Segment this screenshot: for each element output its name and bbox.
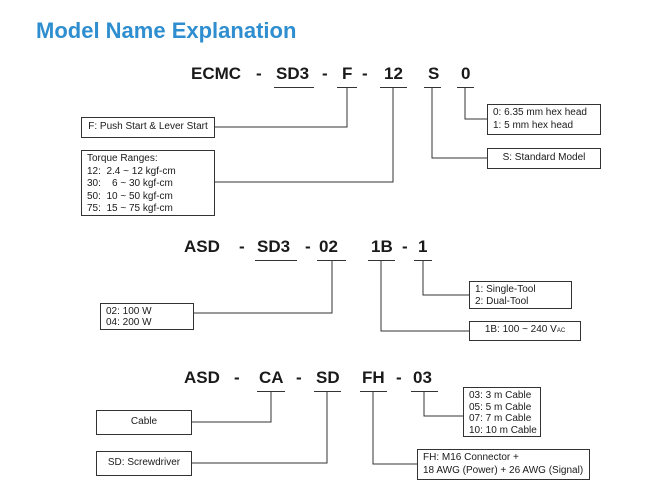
leader-12 (215, 88, 394, 183)
code-segment-f: F (342, 64, 353, 83)
underline-sd3 (255, 260, 297, 261)
standard-model-label: S: Standard Model (502, 152, 586, 164)
code-segment-03: 03 (413, 368, 432, 387)
code-segment-1: 1 (418, 237, 428, 256)
power-option-04: 04: 200 W (106, 317, 152, 328)
code-separator: - (239, 237, 245, 256)
push-start-box: F: Push Start & Lever Start (81, 117, 215, 138)
code-segment-0: 0 (461, 64, 471, 83)
code-segment-s: S (428, 64, 440, 83)
code-segment-series: ECMC (191, 64, 242, 83)
code-separator: - (296, 368, 302, 387)
tool-type-box: 1: Single-Tool 2: Dual-Tool (469, 281, 572, 309)
code-segment-sd3: SD3 (276, 64, 310, 83)
cable-length-box: 03: 3 m Cable 05: 5 m Cable 07: 7 m Cabl… (463, 387, 541, 437)
leader-1 (422, 261, 469, 296)
screwdriver-box: SD: Screwdriver (96, 451, 192, 476)
code-segment-1b: 1B (371, 237, 393, 256)
underline-1b (368, 260, 395, 261)
leader-ca (192, 392, 272, 423)
torque-range-50: 50: 10 ~ 50 kgf-cm (87, 190, 173, 202)
torque-ranges-box: Torque Ranges: 12: 2.4 ~ 12 kgf-cm 30: 6… (81, 150, 215, 216)
underline-03 (411, 391, 438, 392)
torque-title: Torque Ranges: (87, 153, 158, 164)
code-segment-fh: FH (362, 368, 385, 387)
connector-box: FH: M16 Connector + 18 AWG (Power) + 26 … (417, 449, 590, 480)
code-segment-asd: ASD (184, 237, 220, 256)
code-separator: - (305, 237, 311, 256)
code-segment-sd: SD (316, 368, 340, 387)
code-segment-ca: CA (259, 368, 284, 387)
underline-ca (257, 391, 285, 392)
code-separator: - (402, 237, 408, 256)
code-segment-sd3: SD3 (257, 237, 291, 256)
underline-f (337, 87, 357, 88)
hex-option-1: 1: 5 mm hex head (493, 119, 574, 131)
push-start-label: F: Push Start & Lever Start (88, 121, 208, 133)
screwdriver-label: SD: Screwdriver (107, 457, 181, 469)
code-segment-12: 12 (384, 64, 403, 83)
torque-range-12: 12: 2.4 ~ 12 kgf-cm (87, 165, 176, 177)
leader-sd (192, 392, 328, 464)
code-segment-asd: ASD (184, 368, 220, 387)
page-title: Model Name Explanation (36, 18, 297, 43)
connector-line-2: 18 AWG (Power) + 26 AWG (Signal) (423, 464, 584, 476)
length-option-05: 05: 5 m Cable (469, 401, 532, 413)
length-option-07: 07: 7 m Cable (469, 413, 532, 424)
underline-sd (314, 391, 341, 392)
leader-03 (423, 392, 463, 417)
leader-1b (380, 261, 469, 332)
leader-0 (464, 88, 487, 120)
tool-option-2: 2: Dual-Tool (475, 295, 529, 307)
cable-box: Cable (96, 410, 192, 435)
underline-02 (317, 260, 346, 261)
leader-s (431, 88, 487, 159)
code-separator: - (322, 64, 328, 83)
underline-s (424, 87, 441, 88)
length-option-03: 03: 3 m Cable (469, 390, 532, 401)
length-option-10: 10: 10 m Cable (469, 424, 537, 436)
torque-range-30: 30: 6 ~ 30 kgf-cm (87, 178, 173, 189)
cable-label: Cable (130, 416, 158, 428)
code-separator: - (256, 64, 262, 83)
power-option-02: 02: 100 W (106, 306, 152, 317)
leader-02 (194, 261, 333, 314)
leader-fh (372, 392, 417, 465)
underline-sd3 (274, 87, 314, 88)
leader-f (215, 88, 348, 128)
tool-option-1: 1: Single-Tool (475, 284, 536, 295)
underline-1 (414, 260, 432, 261)
code-separator: - (396, 368, 402, 387)
underline-fh (360, 391, 387, 392)
hex-head-box: 0: 6.35 mm hex head 1: 5 mm hex head (487, 104, 601, 135)
power-rating-box: 02: 100 W 04: 200 W (100, 303, 194, 330)
underline-12 (380, 87, 407, 88)
standard-model-box: S: Standard Model (487, 148, 601, 169)
code-segment-02: 02 (319, 237, 338, 256)
underline-0 (457, 87, 474, 88)
voltage-box: 1B: 100 ~ 240 VAC (469, 321, 581, 341)
torque-range-75: 75: 15 ~ 75 kgf-cm (87, 203, 173, 214)
voltage-label: 1B: 100 ~ 240 VAC (484, 324, 566, 336)
hex-option-0: 0: 6.35 mm hex head (493, 107, 587, 118)
connector-line-1: FH: M16 Connector + (423, 452, 519, 463)
code-separator: - (234, 368, 240, 387)
code-separator: - (362, 64, 368, 83)
